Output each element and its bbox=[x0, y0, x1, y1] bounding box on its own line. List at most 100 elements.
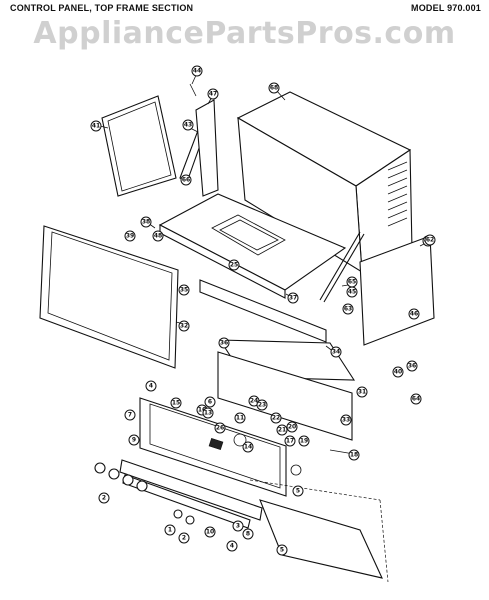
callout-label: 20 bbox=[288, 424, 296, 431]
callout-circle bbox=[191, 65, 203, 77]
callout-label: 45 bbox=[348, 289, 356, 296]
callout-circle bbox=[204, 396, 216, 408]
callout-circle bbox=[410, 393, 422, 405]
part-callout-4: 4 bbox=[145, 380, 157, 392]
callout-label: 62 bbox=[426, 237, 434, 244]
callout-label: 5 bbox=[280, 547, 284, 554]
part-callout-33: 33 bbox=[340, 414, 352, 426]
callout-circle bbox=[256, 399, 268, 411]
callout-label: 13 bbox=[204, 410, 212, 417]
trim-strip-upper bbox=[199, 279, 327, 343]
part-callout-37: 37 bbox=[287, 292, 299, 304]
callout-label: 10 bbox=[206, 529, 214, 536]
callout-circle bbox=[268, 82, 280, 94]
side-brace bbox=[179, 83, 219, 197]
callout-label: 7 bbox=[128, 412, 132, 419]
part-callout-46: 46 bbox=[408, 308, 420, 320]
callout-circle bbox=[276, 424, 288, 436]
part-callout-21: 21 bbox=[276, 424, 288, 436]
callout-label: 33 bbox=[342, 417, 350, 424]
callout-circle bbox=[98, 492, 110, 504]
part-callout-19: 19 bbox=[298, 435, 310, 447]
part-callout-35: 35 bbox=[178, 284, 190, 296]
callout-circle bbox=[140, 216, 152, 228]
callout-label: 64 bbox=[412, 396, 420, 403]
callout-circle bbox=[242, 441, 254, 453]
callout-circle bbox=[178, 320, 190, 332]
part-callout-6: 6 bbox=[204, 396, 216, 408]
control-panel-housing bbox=[217, 339, 356, 441]
part-callout-22: 22 bbox=[270, 412, 282, 424]
callout-label: 18 bbox=[350, 452, 358, 459]
part-callout-13: 13 bbox=[202, 407, 214, 419]
callout-circle bbox=[342, 303, 354, 315]
callout-circle bbox=[204, 526, 216, 538]
part-callout-9: 9 bbox=[128, 434, 140, 446]
callout-circle bbox=[424, 234, 436, 246]
callout-label: 31 bbox=[358, 389, 366, 396]
callout-circle bbox=[152, 230, 164, 242]
part-callout-47: 47 bbox=[207, 88, 219, 100]
part-callout-32: 32 bbox=[178, 320, 190, 332]
callout-label: 39 bbox=[126, 233, 134, 240]
callout-label: 2 bbox=[182, 535, 186, 542]
callout-circle bbox=[242, 528, 254, 540]
part-callout-25: 25 bbox=[228, 259, 240, 271]
part-callout-64: 64 bbox=[410, 393, 422, 405]
knob-group bbox=[94, 462, 195, 525]
callout-circle bbox=[202, 407, 214, 419]
callout-circle bbox=[392, 366, 404, 378]
part-callout-38: 38 bbox=[140, 216, 152, 228]
part-callout-4: 4 bbox=[226, 540, 238, 552]
callout-label: 15 bbox=[172, 400, 180, 407]
callout-circle bbox=[180, 174, 192, 186]
part-callout-11: 11 bbox=[234, 412, 246, 424]
callout-circle bbox=[270, 412, 282, 424]
callout-label: 26 bbox=[216, 425, 224, 432]
callout-label: 63 bbox=[344, 306, 352, 313]
callout-label: 8 bbox=[246, 531, 250, 538]
callout-circle bbox=[207, 88, 219, 100]
part-callout-3: 3 bbox=[232, 520, 244, 532]
part-callout-43: 43 bbox=[182, 119, 194, 131]
callout-circle bbox=[284, 435, 296, 447]
part-callout-36: 36 bbox=[218, 337, 230, 349]
callout-circle bbox=[276, 544, 288, 556]
callout-label: 9 bbox=[132, 437, 136, 444]
part-callout-2: 2 bbox=[178, 532, 190, 544]
callout-label: 21 bbox=[278, 427, 286, 434]
chassis-base bbox=[249, 479, 389, 583]
callout-label: 32 bbox=[180, 323, 188, 330]
callout-circle bbox=[298, 435, 310, 447]
callout-circle bbox=[218, 337, 230, 349]
callout-circle bbox=[287, 292, 299, 304]
part-callout-62: 62 bbox=[424, 234, 436, 246]
top-frame bbox=[158, 193, 347, 299]
callout-label: 4 bbox=[149, 383, 153, 390]
cabinet-case bbox=[236, 91, 413, 274]
callout-circle bbox=[292, 485, 304, 497]
top-back-panel bbox=[101, 95, 177, 197]
callout-circle bbox=[234, 412, 246, 424]
part-callout-45: 45 bbox=[346, 286, 358, 298]
callout-circle bbox=[406, 360, 418, 372]
callout-label: 65 bbox=[348, 279, 356, 286]
watermark: AppliancePartsPros.com bbox=[33, 16, 456, 51]
callout-circle bbox=[214, 422, 226, 434]
model-number: MODEL 970.001 bbox=[411, 3, 481, 13]
part-callout-41: 41 bbox=[90, 120, 102, 132]
callout-label: 17 bbox=[286, 438, 294, 445]
callout-label: 4 bbox=[230, 543, 234, 550]
callout-label: 41 bbox=[92, 123, 100, 130]
part-callout-5: 5 bbox=[292, 485, 304, 497]
callout-circle bbox=[330, 346, 342, 358]
part-callout-39: 39 bbox=[124, 230, 136, 242]
callout-circle bbox=[178, 532, 190, 544]
part-callout-31: 31 bbox=[356, 386, 368, 398]
callout-label: 22 bbox=[272, 415, 280, 422]
callout-circle bbox=[145, 380, 157, 392]
part-callout-1: 1 bbox=[164, 524, 176, 536]
callout-label: 23 bbox=[258, 402, 266, 409]
part-callout-63: 63 bbox=[342, 303, 354, 315]
